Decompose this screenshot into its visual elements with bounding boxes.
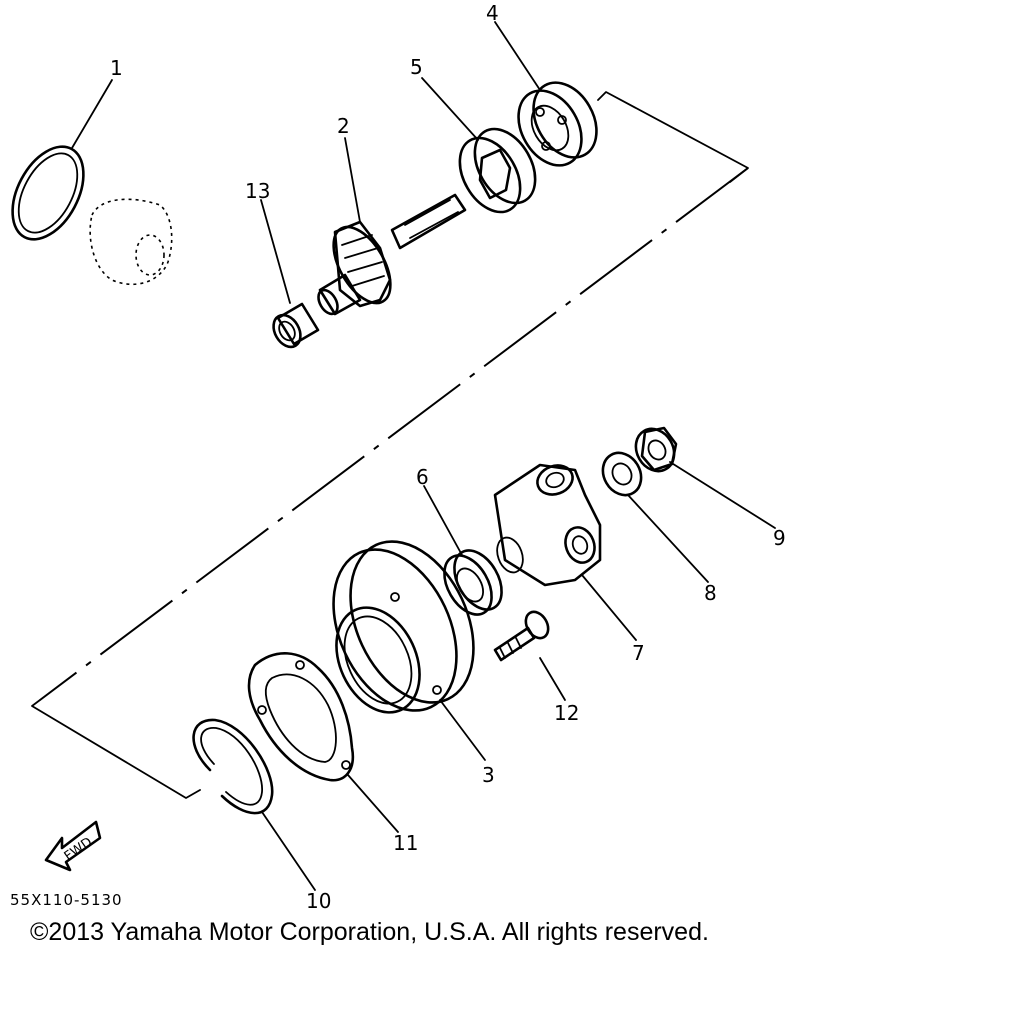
part-4-ball-bearing bbox=[517, 81, 598, 167]
callout-9: 9 bbox=[773, 526, 786, 550]
diagram-code: 55X110-5130 bbox=[10, 891, 123, 909]
fwd-direction-arrow: FWD bbox=[44, 820, 102, 872]
fwd-label: FWD bbox=[62, 835, 95, 865]
part-6-oil-seal bbox=[443, 549, 503, 616]
leader-lines bbox=[71, 21, 776, 891]
callout-13: 13 bbox=[245, 179, 270, 203]
callout-2: 2 bbox=[337, 114, 350, 138]
part-11-gasket bbox=[247, 652, 355, 782]
callout-6: 6 bbox=[416, 465, 429, 489]
part-13-needle-bearing bbox=[272, 302, 320, 349]
copyright-notice: ©2013 Yamaha Motor Corporation, U.S.A. A… bbox=[30, 918, 709, 946]
callout-7: 7 bbox=[632, 641, 645, 665]
callout-12: 12 bbox=[554, 701, 579, 725]
callout-1: 1 bbox=[110, 56, 123, 80]
part-7-joint-yoke bbox=[493, 463, 602, 587]
part-2-pinion-gear bbox=[317, 193, 467, 316]
assembly-outline bbox=[31, 91, 749, 799]
part-10-circlip bbox=[192, 718, 274, 815]
callout-8: 8 bbox=[704, 581, 717, 605]
callout-11: 11 bbox=[393, 831, 418, 855]
callout-4: 4 bbox=[486, 1, 499, 25]
part-12-bolt bbox=[493, 610, 550, 662]
part-9-flange-nut bbox=[634, 426, 678, 473]
callout-numbers: 1 2 3 4 5 6 7 8 9 10 11 12 13 bbox=[110, 1, 786, 913]
part-3-bearing-housing bbox=[332, 540, 475, 714]
reference-gear-dotted bbox=[89, 198, 173, 286]
callout-5: 5 bbox=[410, 55, 423, 79]
callout-10: 10 bbox=[306, 889, 331, 913]
callout-3: 3 bbox=[482, 763, 495, 787]
part-5-retainer-nut bbox=[458, 127, 537, 214]
part-1-o-ring bbox=[11, 145, 85, 241]
part-8-washer bbox=[601, 451, 643, 497]
